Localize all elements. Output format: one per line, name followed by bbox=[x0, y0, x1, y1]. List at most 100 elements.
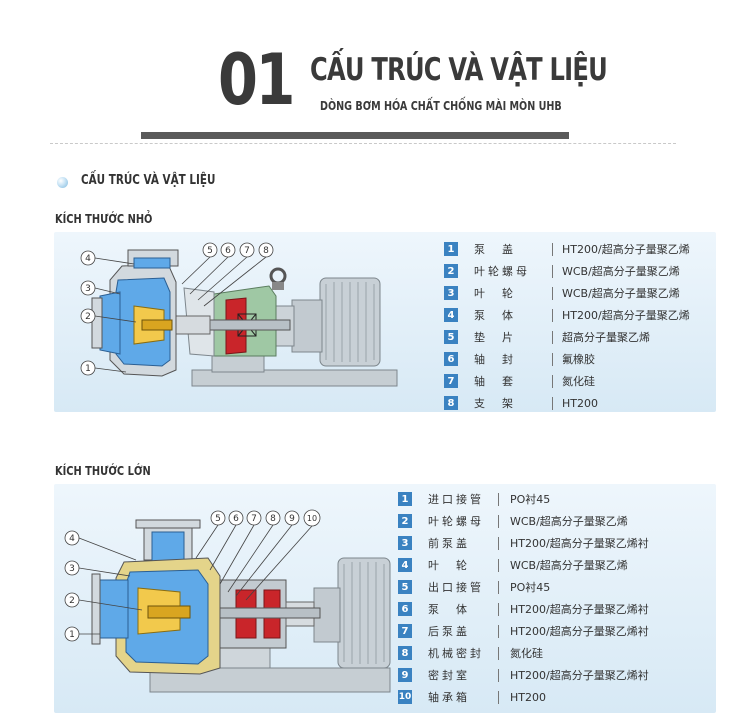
parts-table-row: 2 叶轮螺母 WCB/超高分子量聚乙烯 bbox=[398, 513, 714, 529]
callout-label: 3 bbox=[69, 564, 75, 574]
parts-table-row: 3 前泵盖 HT200/超高分子量聚乙烯衬 bbox=[398, 535, 714, 551]
part-number-badge: 10 bbox=[398, 690, 412, 704]
part-number-badge: 5 bbox=[444, 330, 458, 344]
column-divider bbox=[552, 374, 553, 388]
part-name: 叶 轮 bbox=[474, 287, 516, 300]
column-divider bbox=[552, 264, 553, 278]
callout-label: 5 bbox=[207, 246, 213, 256]
small-callouts-left: 4 3 2 1 bbox=[85, 254, 91, 374]
parts-table-row: 9 密封室 HT200/超高分子量聚乙烯衬 bbox=[398, 667, 714, 683]
part-number-badge: 1 bbox=[398, 492, 412, 506]
callout-label: 1 bbox=[85, 364, 91, 374]
section-heading: CẤU TRÚC VÀ VẬT LIỆU bbox=[81, 173, 216, 188]
part-name: 轴 封 bbox=[474, 353, 516, 366]
part-name: 出口接管 bbox=[428, 581, 484, 594]
part-material: WCB/超高分子量聚乙烯 bbox=[510, 559, 628, 572]
part-material: HT200/超高分子量聚乙烯衬 bbox=[510, 669, 649, 682]
column-divider bbox=[498, 536, 499, 550]
callout-label: 4 bbox=[69, 534, 75, 544]
part-material: HT200/超高分子量聚乙烯 bbox=[562, 309, 690, 322]
part-number-badge: 3 bbox=[398, 536, 412, 550]
callout-label: 2 bbox=[85, 312, 91, 322]
part-name: 泵 盖 bbox=[474, 243, 516, 256]
column-divider bbox=[552, 242, 553, 256]
part-material: HT200/超高分子量聚乙烯衬 bbox=[510, 603, 649, 616]
large-callouts-top: 5 6 7 8 9 10 bbox=[215, 514, 317, 524]
column-divider bbox=[552, 352, 553, 366]
part-number-badge: 2 bbox=[398, 514, 412, 528]
column-divider bbox=[498, 492, 499, 506]
part-number-badge: 8 bbox=[444, 396, 458, 410]
part-material: 氟橡胶 bbox=[562, 353, 595, 366]
callout-label: 6 bbox=[225, 246, 231, 256]
part-material: 氮化硅 bbox=[510, 647, 543, 660]
bullet-icon bbox=[57, 177, 68, 188]
callout-label: 7 bbox=[251, 514, 257, 524]
part-number-badge: 9 bbox=[398, 668, 412, 682]
callout-label: 5 bbox=[215, 514, 221, 524]
part-material: HT200 bbox=[562, 396, 598, 410]
part-name: 泵 体 bbox=[474, 309, 516, 322]
part-material: HT200/超高分子量聚乙烯 bbox=[562, 243, 690, 256]
callout-label: 2 bbox=[69, 596, 75, 606]
part-name: 叶轮螺母 bbox=[474, 265, 530, 278]
column-divider bbox=[498, 580, 499, 594]
column-divider bbox=[498, 624, 499, 638]
dashed-divider bbox=[50, 143, 676, 144]
callout-label: 8 bbox=[270, 514, 276, 524]
column-divider bbox=[498, 602, 499, 616]
column-divider bbox=[498, 646, 499, 660]
part-material: PO衬45 bbox=[510, 493, 551, 506]
part-name: 前泵盖 bbox=[428, 537, 470, 550]
part-number-badge: 4 bbox=[398, 558, 412, 572]
column-divider bbox=[498, 514, 499, 528]
callout-label: 6 bbox=[233, 514, 239, 524]
part-name: 密封室 bbox=[428, 669, 470, 682]
page-subtitle: DÒNG BƠM HÓA CHẤT CHỐNG MÀI MÒN UHB bbox=[320, 99, 562, 113]
callout-label: 8 bbox=[263, 246, 269, 256]
large-pump-drawing: 4 3 2 1 5 6 7 8 9 10 bbox=[64, 509, 391, 693]
large-parts-table: 1 进口接管 PO衬45 2 叶轮螺母 WCB/超高分子量聚乙烯 3 前泵盖 HT200/超高分… bbox=[398, 491, 714, 709]
part-number-badge: 3 bbox=[444, 286, 458, 300]
callout-label: 7 bbox=[244, 246, 250, 256]
callout-label: 3 bbox=[85, 284, 91, 294]
part-name: 叶 轮 bbox=[428, 559, 470, 572]
column-divider bbox=[552, 330, 553, 344]
large-pump-panel: 4 3 2 1 5 6 7 8 9 10 1 进口接管 PO衬45 2 叶轮螺母 WCB/… bbox=[54, 484, 716, 713]
part-name: 垫 片 bbox=[474, 331, 516, 344]
part-number-badge: 4 bbox=[444, 308, 458, 322]
part-name: 后泵盖 bbox=[428, 625, 470, 638]
page-title: CẤU TRÚC VÀ VẬT LIỆU bbox=[310, 52, 608, 88]
part-name: 泵 体 bbox=[428, 603, 470, 616]
part-name: 机械密封 bbox=[428, 647, 484, 660]
part-material: WCB/超高分子量聚乙烯 bbox=[510, 515, 628, 528]
part-name: 叶轮螺母 bbox=[428, 515, 484, 528]
part-number-badge: 5 bbox=[398, 580, 412, 594]
section-number: 01 bbox=[218, 39, 295, 121]
part-material: WCB/超高分子量聚乙烯 bbox=[562, 287, 680, 300]
part-name: 轴承箱 bbox=[428, 691, 470, 704]
part-material: PO衬45 bbox=[510, 581, 551, 594]
callout-label: 1 bbox=[69, 630, 75, 640]
column-divider bbox=[552, 286, 553, 300]
part-name: 进口接管 bbox=[428, 493, 484, 506]
small-pump-panel: 4 3 2 1 5 6 7 8 1 泵 盖 HT200/超高分子量聚乙烯 2 叶轮螺母 W… bbox=[54, 232, 716, 412]
column-divider bbox=[498, 690, 499, 704]
callout-label: 10 bbox=[307, 514, 317, 523]
part-number-badge: 7 bbox=[444, 374, 458, 388]
part-material: 超高分子量聚乙烯 bbox=[562, 331, 650, 344]
parts-table-row: 5 出口接管 PO衬45 bbox=[398, 579, 714, 595]
small-pump-drawing: 4 3 2 1 5 6 7 8 bbox=[80, 242, 398, 387]
part-material: HT200/超高分子量聚乙烯衬 bbox=[510, 625, 649, 638]
title-underline-bar bbox=[141, 132, 569, 139]
part-material: 氮化硅 bbox=[562, 375, 595, 388]
part-material: HT200/超高分子量聚乙烯衬 bbox=[510, 537, 649, 550]
part-material: WCB/超高分子量聚乙烯 bbox=[562, 265, 680, 278]
